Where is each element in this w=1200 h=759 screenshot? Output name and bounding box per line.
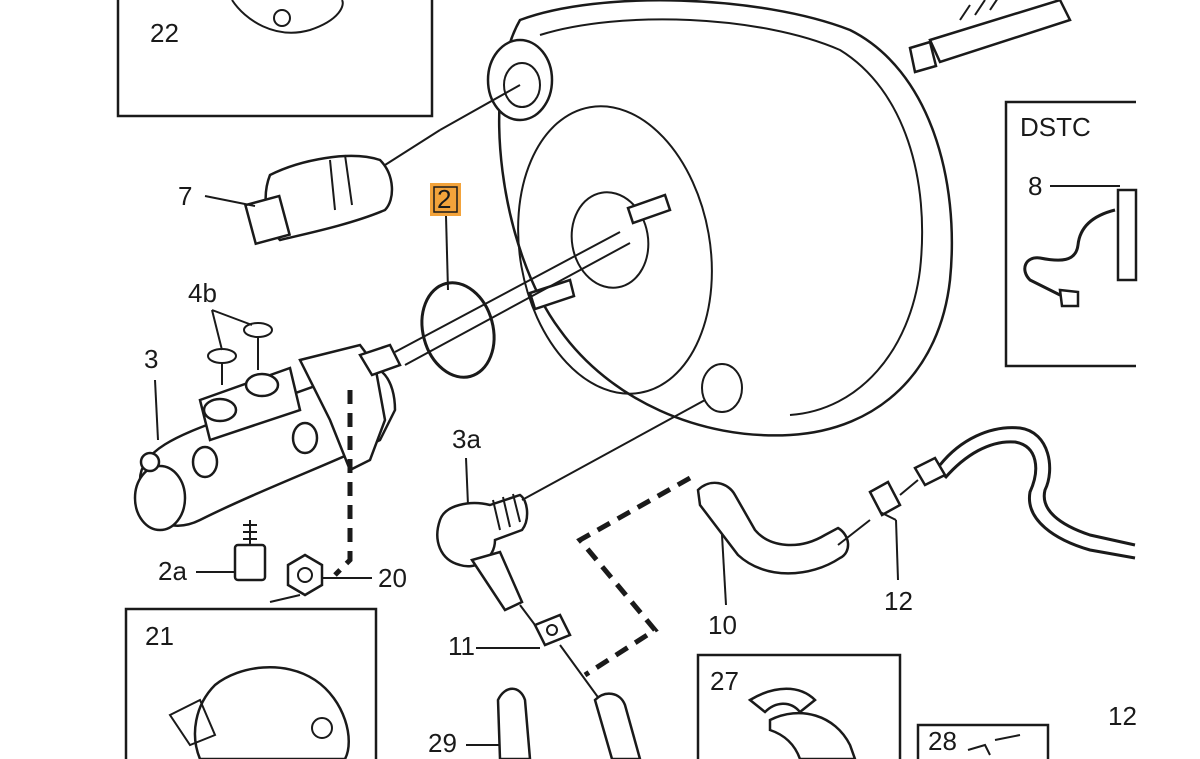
callout-22: 22 [150, 18, 179, 48]
callout-10: 10 [708, 610, 737, 640]
inset-21: 21 [124, 607, 378, 759]
callout-29: 29 [428, 728, 457, 758]
callout-12: 12 [884, 586, 913, 616]
callout-11: 11 [448, 631, 475, 661]
callout-2a: 2a [158, 556, 187, 586]
dstc-label: DSTC [1020, 112, 1091, 142]
callout-2-highlight [430, 183, 461, 216]
part-11-clamp: 11 [448, 604, 601, 701]
callout-12-right: 12 [1108, 701, 1137, 731]
part-20-nut: 20 [269, 553, 407, 603]
callout-3a: 3a [452, 424, 481, 454]
dashed-hose-route [576, 475, 692, 678]
part-3-master-cylinder: 3 [133, 343, 402, 532]
callout-7: 7 [178, 181, 192, 211]
callout-2: 2 [437, 184, 451, 214]
inset-27: 27 [696, 653, 902, 759]
part-3a-elbow: 3a [436, 399, 706, 612]
hose-29: 29 [428, 687, 642, 759]
callout-3: 3 [144, 344, 158, 374]
part-4b-seals: 4b [188, 278, 273, 385]
callout-20: 20 [378, 563, 407, 593]
dashed-guide-20 [333, 390, 353, 577]
brake-booster [486, 0, 1072, 437]
inset-22: 22 [116, 0, 434, 118]
part-2-o-ring: 2 [394, 183, 631, 379]
callout-27: 27 [710, 666, 739, 696]
inset-dstc: DSTC 8 [1004, 100, 1138, 368]
part-7-sensor: 7 [178, 84, 521, 246]
part-10-hose: 10 [696, 481, 871, 640]
part-12-clamp: 12 [868, 426, 1136, 616]
callout-4b: 4b [188, 278, 217, 308]
callout-28: 28 [928, 726, 957, 756]
inset-28: 28 [916, 723, 1050, 759]
callout-8: 8 [1028, 171, 1042, 201]
part-2a: 2a [158, 520, 267, 586]
callout-21: 21 [145, 621, 174, 651]
